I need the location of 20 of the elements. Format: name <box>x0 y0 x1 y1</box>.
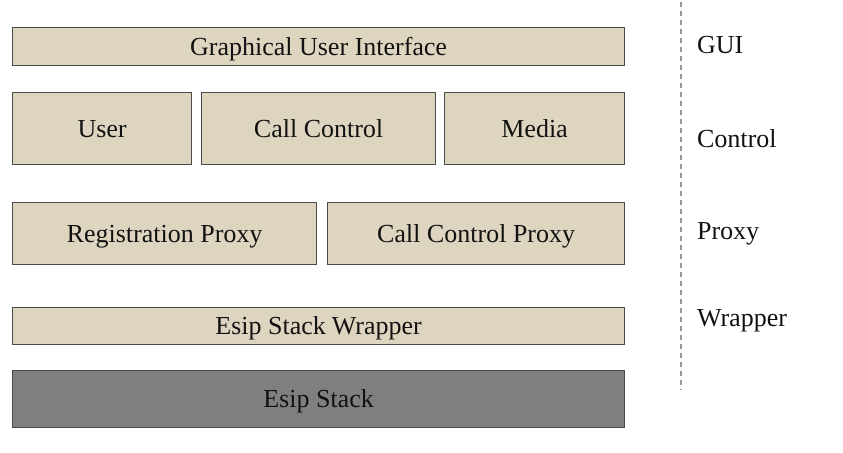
layer-name: Graphical User Interface <box>190 32 447 62</box>
layer-name: User <box>77 114 127 144</box>
layer-name: Call Control <box>254 114 384 144</box>
layer-box <box>12 307 625 345</box>
layer-name: Media <box>501 114 568 144</box>
layer-label: Proxy <box>697 216 760 246</box>
layer-label: GUI <box>697 30 744 60</box>
layer-box <box>12 370 625 428</box>
layer-box <box>12 202 317 265</box>
layer-label: Control <box>697 124 776 154</box>
layer-box <box>12 27 625 66</box>
layer-label: Wrapper <box>697 303 787 333</box>
layer-name: Registration Proxy <box>66 218 262 248</box>
layer-box <box>201 92 436 165</box>
layer-name: Esip Stack Wrapper <box>215 311 422 341</box>
layer-name: Call Control Proxy <box>377 218 575 248</box>
layer-box <box>444 92 625 165</box>
layer-name: Esip Stack <box>263 384 374 414</box>
layer-box <box>327 202 625 265</box>
layer-box <box>12 92 192 165</box>
